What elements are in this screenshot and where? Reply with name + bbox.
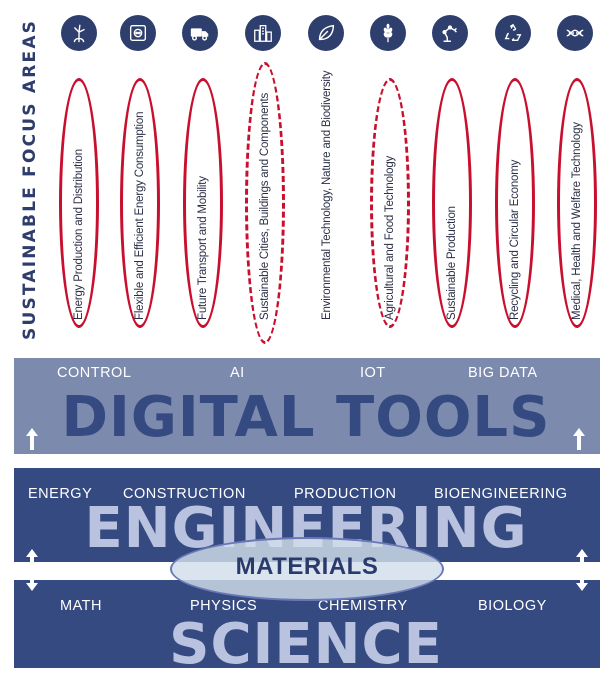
focus-oval-agricultural-food xyxy=(370,78,410,328)
up-arrow-icon xyxy=(573,428,585,450)
focus-oval-energy-production xyxy=(59,78,99,328)
wind-turbine-plant-icon xyxy=(61,15,97,51)
science-title: SCIENCE xyxy=(169,612,443,677)
focus-label-sustainable-cities: Sustainable Cities, Buildings and Compon… xyxy=(259,92,271,320)
city-buildings-icon xyxy=(245,15,281,51)
double-arrow-icon xyxy=(26,549,38,591)
focus-label-transport: Future Transport and Mobility xyxy=(197,176,209,320)
science-item-physics: PHYSICS xyxy=(190,598,258,614)
focus-oval-recycling xyxy=(495,78,535,328)
materials-label: MATERIALS xyxy=(235,553,379,580)
digital-tools-band xyxy=(14,358,600,454)
truck-icon xyxy=(182,15,218,51)
sustainable-focus-areas-heading: SUSTAINABLE FOCUS AREAS xyxy=(20,18,40,340)
focus-label-agricultural-food: Agricultural and Food Technology xyxy=(384,155,396,320)
digital-item-iot: IOT xyxy=(360,365,386,381)
digital-tools-title: DIGITAL TOOLS xyxy=(61,385,551,450)
robot-arm-icon xyxy=(432,15,468,51)
engineering-item-construction: CONSTRUCTION xyxy=(123,486,246,502)
dna-icon xyxy=(557,15,593,51)
power-socket-icon xyxy=(120,15,156,51)
digital-item-big-data: BIG DATA xyxy=(468,365,538,381)
materials-oval xyxy=(170,537,444,601)
science-item-biology: BIOLOGY xyxy=(478,598,547,614)
science-item-math: MATH xyxy=(60,598,103,614)
up-arrow-icon xyxy=(26,428,38,450)
focus-oval-sustainable-production xyxy=(432,78,472,328)
focus-oval-transport xyxy=(183,78,223,328)
digital-item-ai: AI xyxy=(230,365,245,381)
focus-label-recycling: Recycling and Circular Economy xyxy=(509,159,521,320)
focus-label-medical-health: Medical, Health and Welfare Technology xyxy=(571,122,583,320)
engineering-item-bioengineering: BIOENGINEERING xyxy=(434,486,568,502)
engineering-item-production: PRODUCTION xyxy=(294,486,397,502)
focus-label-energy-consumption: Flexible and Efficient Energy Consumptio… xyxy=(134,111,146,320)
science-item-chemistry: CHEMISTRY xyxy=(318,598,408,614)
focus-oval-sustainable-cities xyxy=(245,62,285,344)
wheat-icon xyxy=(370,15,406,51)
leaf-icon xyxy=(308,15,344,51)
engineering-item-energy: ENERGY xyxy=(28,486,93,502)
focus-oval-medical-health xyxy=(557,78,597,328)
focus-label-sustainable-production: Sustainable Production xyxy=(446,206,458,320)
focus-label-environmental-technology: Environmental Technology, Nature and Bio… xyxy=(321,70,333,320)
digital-item-control: CONTROL xyxy=(57,365,132,381)
recycle-icon xyxy=(495,15,531,51)
double-arrow-icon xyxy=(576,549,588,591)
focus-label-energy-production: Energy Production and Distribution xyxy=(73,149,85,320)
focus-oval-energy-consumption xyxy=(120,78,160,328)
